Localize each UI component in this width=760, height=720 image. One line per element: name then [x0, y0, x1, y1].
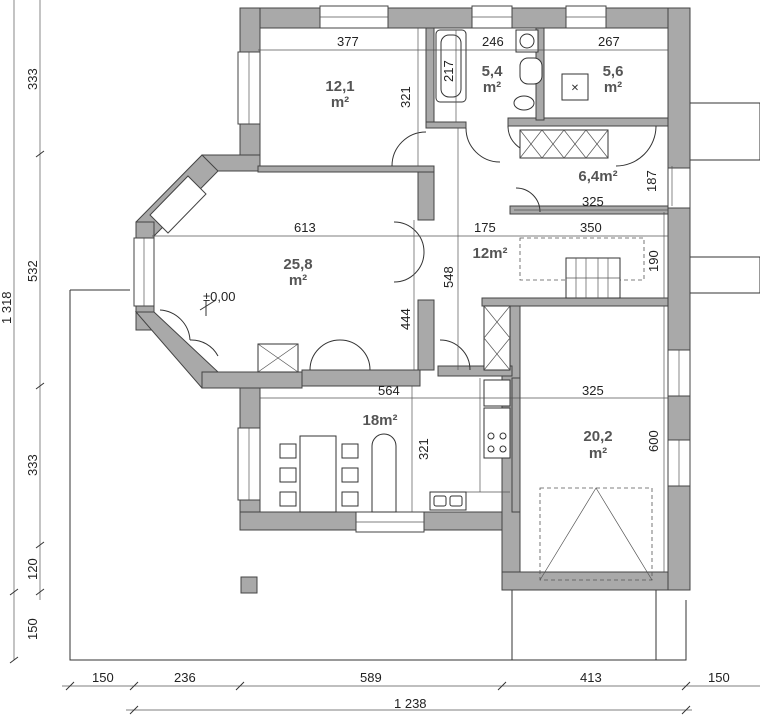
- left-dimension-labels: 333 532 333 120 150 1 318: [0, 68, 40, 640]
- dim-548: 548: [441, 266, 456, 288]
- bottom-dimension-labels: 150 236 589 413 150 1 238: [92, 670, 730, 711]
- room-8-area: 20,2: [583, 428, 612, 445]
- room-6-area: 12m²: [472, 245, 507, 262]
- dim-left-120: 120: [25, 558, 40, 580]
- dim-bottom-236: 236: [174, 670, 196, 685]
- room-5-unit: m²: [289, 272, 307, 289]
- dim-564: 564: [378, 383, 400, 398]
- dim-left-total: 1 318: [0, 291, 14, 324]
- post: [240, 576, 258, 594]
- dim-377: 377: [337, 34, 359, 49]
- dim-444: 444: [398, 308, 413, 330]
- room-5-area: 25,8: [283, 256, 312, 273]
- room-3-unit: m²: [604, 79, 622, 96]
- dim-175: 175: [474, 220, 496, 235]
- bottom-dimension-chain: [62, 681, 760, 715]
- dim-325-top: 325: [582, 194, 604, 209]
- dim-left-150: 150: [25, 618, 40, 640]
- dim-246: 246: [482, 34, 504, 49]
- doors: [159, 125, 657, 371]
- left-dimension-chain: [9, 0, 45, 664]
- dim-bottom-total: 1 238: [394, 696, 427, 711]
- dim-350: 350: [580, 220, 602, 235]
- dim-187: 187: [644, 170, 659, 192]
- dim-190: 190: [646, 250, 661, 272]
- level-label: ±0,00: [203, 289, 235, 304]
- dim-left-532: 532: [25, 260, 40, 282]
- dim-321-bottom: 321: [416, 438, 431, 460]
- dining-table: [299, 435, 337, 513]
- room-7-area: 18m²: [362, 412, 397, 429]
- dim-bottom-150-right: 150: [708, 670, 730, 685]
- dim-217: 217: [441, 60, 456, 82]
- dim-left-333-top: 333: [25, 68, 40, 90]
- room-3-area: 5,6: [603, 63, 624, 80]
- room-4-area: 6,4m²: [578, 168, 617, 185]
- dim-321-top: 321: [398, 86, 413, 108]
- dim-bottom-589: 589: [360, 670, 382, 685]
- room-2-unit: m²: [483, 79, 501, 96]
- windows: [133, 5, 691, 533]
- dim-613: 613: [294, 220, 316, 235]
- room-8-unit: m²: [589, 445, 607, 462]
- fixtures: ✕: [257, 29, 653, 581]
- inner-dimension-lines: [152, 28, 673, 572]
- dim-325-bottom: 325: [582, 383, 604, 398]
- kitchen-island: [371, 433, 397, 513]
- svg-text:✕: ✕: [571, 83, 579, 94]
- boiler: [561, 73, 589, 101]
- dim-267: 267: [598, 34, 620, 49]
- room-labels: 12,1 m² 5,4 m² 5,6 m² 6,4m² 25,8 m² 12m²…: [203, 63, 623, 462]
- inner-dimension-labels: 377 246 267 217 321 187 325 613 175 350 …: [294, 34, 661, 460]
- dim-600: 600: [646, 430, 661, 452]
- room-1-area: 12,1: [325, 78, 354, 95]
- room-2-area: 5,4: [482, 63, 504, 80]
- dim-bottom-413: 413: [580, 670, 602, 685]
- wardrobe: [519, 129, 609, 159]
- staircase: [519, 237, 645, 299]
- room-1-unit: m²: [331, 94, 349, 111]
- kitchen-cabinet: [483, 305, 511, 371]
- level-marker: [199, 299, 217, 316]
- dim-left-333-bottom: 333: [25, 454, 40, 476]
- dim-bottom-150-left: 150: [92, 670, 114, 685]
